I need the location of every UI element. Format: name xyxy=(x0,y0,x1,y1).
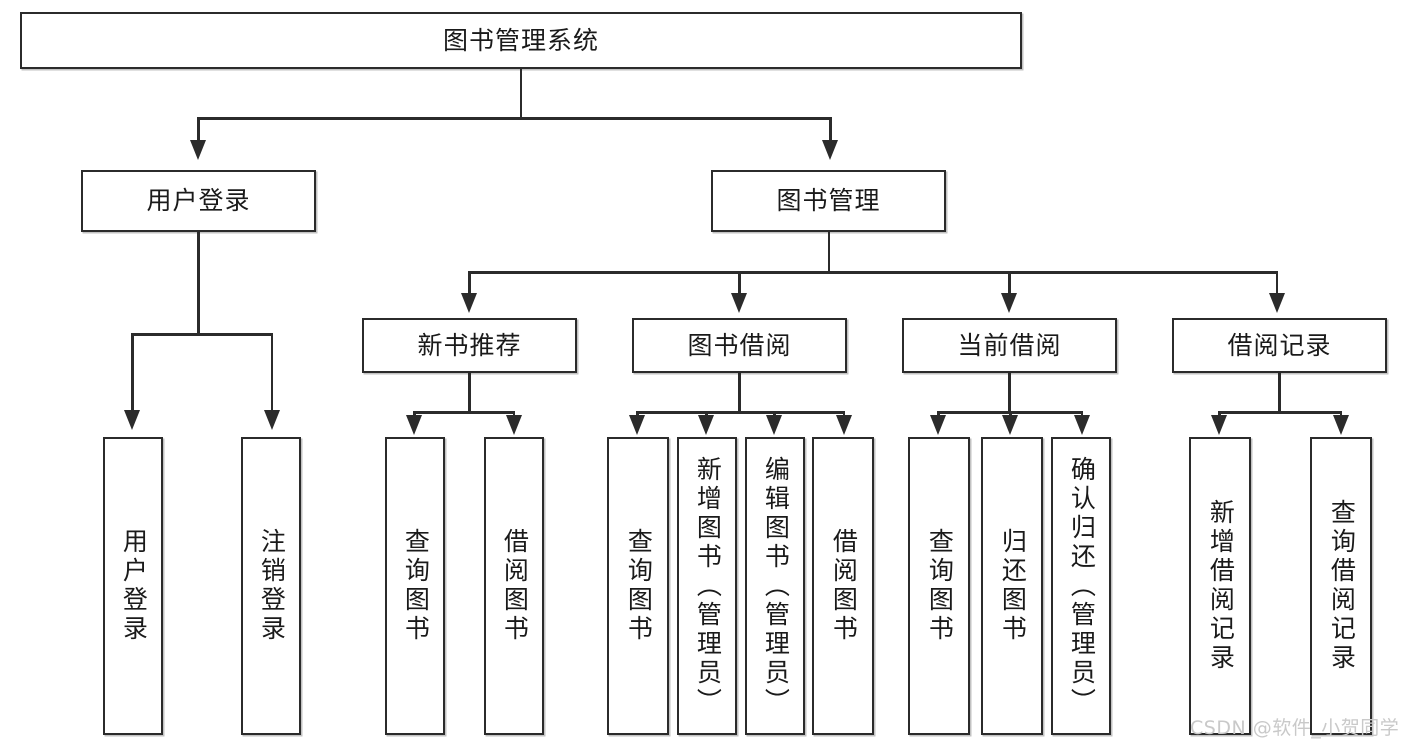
node-label: 确认归还（管理员） xyxy=(1067,455,1097,717)
arrow-to-leaf-add-book-admin xyxy=(698,415,714,435)
node-leaf-user-logout[interactable]: 注销登录 xyxy=(241,437,301,735)
arrow-to-leaf-query-book-1 xyxy=(406,415,422,435)
node-leaf-edit-book-admin[interactable]: 编辑图书（管理员） xyxy=(745,437,805,735)
node-leaf-query-book-3[interactable]: 查询图书 xyxy=(908,437,970,735)
node-label: 图书管理 xyxy=(776,186,881,216)
node-leaf-user-login[interactable]: 用户登录 xyxy=(103,437,163,735)
connector-level3-drop-3 xyxy=(1008,271,1011,295)
node-current-borrow[interactable]: 当前借阅 xyxy=(902,318,1117,373)
connector-recommend-bar xyxy=(413,411,515,414)
connector-recommend-stem xyxy=(468,373,471,413)
arrow-to-leaf-return-book xyxy=(1002,415,1018,435)
node-new-book-recommend[interactable]: 新书推荐 xyxy=(362,318,577,373)
node-label: 注销登录 xyxy=(257,528,287,644)
arrow-to-book-manage xyxy=(822,140,838,160)
node-leaf-query-borrow-record[interactable]: 查询借阅记录 xyxy=(1310,437,1372,735)
node-label: 查询图书 xyxy=(401,528,431,644)
node-label: 用户登录 xyxy=(119,528,149,644)
arrow-to-leaf-user-login xyxy=(124,410,140,430)
connector-user-login-right-drop xyxy=(270,333,273,413)
node-leaf-borrow-book-2[interactable]: 借阅图书 xyxy=(812,437,874,735)
arrow-to-leaf-query-book-3 xyxy=(930,415,946,435)
node-label: 新书推荐 xyxy=(417,330,522,360)
node-label: 借阅记录 xyxy=(1227,330,1332,360)
node-leaf-add-borrow-record[interactable]: 新增借阅记录 xyxy=(1189,437,1251,735)
connector-root-stem xyxy=(519,69,522,118)
arrow-to-leaf-edit-book-admin xyxy=(766,415,782,435)
connector-level2-right-drop xyxy=(829,117,832,143)
arrow-to-leaf-confirm-return-admin xyxy=(1074,415,1090,435)
node-borrow-record[interactable]: 借阅记录 xyxy=(1172,318,1387,373)
arrow-to-user-login xyxy=(190,140,206,160)
connector-user-login-left-drop xyxy=(131,333,134,413)
arrow-to-new-book-recommend xyxy=(461,293,477,313)
node-label: 图书管理系统 xyxy=(442,25,599,55)
connector-record-stem xyxy=(1278,373,1281,413)
arrow-to-leaf-user-logout xyxy=(264,410,280,430)
connector-book-manage-stem xyxy=(827,232,830,273)
arrow-to-borrow-record xyxy=(1269,293,1285,313)
node-leaf-query-book-2[interactable]: 查询图书 xyxy=(607,437,669,735)
arrow-to-book-borrow xyxy=(731,293,747,313)
connector-level2-bar xyxy=(197,117,831,120)
node-leaf-query-book-1[interactable]: 查询图书 xyxy=(385,437,445,735)
node-user-login[interactable]: 用户登录 xyxy=(81,170,316,232)
node-book-borrow[interactable]: 图书借阅 xyxy=(632,318,847,373)
connector-borrow-stem xyxy=(738,373,741,413)
arrow-to-leaf-query-book-2 xyxy=(629,415,645,435)
node-label: 归还图书 xyxy=(998,528,1028,644)
node-leaf-borrow-book-1[interactable]: 借阅图书 xyxy=(484,437,544,735)
node-label: 图书借阅 xyxy=(687,330,792,360)
connector-level2-left-drop xyxy=(197,117,200,143)
node-book-manage[interactable]: 图书管理 xyxy=(711,170,946,232)
node-label: 当前借阅 xyxy=(957,330,1062,360)
connector-record-bar xyxy=(1218,411,1342,414)
connector-level3-bar xyxy=(468,271,1278,274)
node-label: 查询借阅记录 xyxy=(1327,499,1357,673)
node-root-system[interactable]: 图书管理系统 xyxy=(20,12,1022,69)
node-leaf-confirm-return-admin[interactable]: 确认归还（管理员） xyxy=(1051,437,1111,735)
arrow-to-leaf-add-borrow-record xyxy=(1211,415,1227,435)
node-label: 新增图书（管理员） xyxy=(693,455,723,717)
arrow-to-leaf-borrow-book-1 xyxy=(506,415,522,435)
node-label: 查询图书 xyxy=(925,528,955,644)
connector-current-stem xyxy=(1008,373,1011,413)
connector-level3-drop-2 xyxy=(738,271,741,295)
node-label: 新增借阅记录 xyxy=(1206,499,1236,673)
connector-user-login-bar xyxy=(131,333,273,336)
connector-level3-drop-4 xyxy=(1275,271,1278,295)
arrow-to-current-borrow xyxy=(1001,293,1017,313)
node-label: 查询图书 xyxy=(624,528,654,644)
csdn-watermark: CSDN @软件_小贺同学 xyxy=(1190,717,1400,739)
arrow-to-leaf-query-borrow-record xyxy=(1333,415,1349,435)
node-label: 编辑图书（管理员） xyxy=(761,455,791,717)
node-label: 用户登录 xyxy=(146,186,251,216)
node-label: 借阅图书 xyxy=(500,528,530,644)
connector-level3-drop-1 xyxy=(468,271,471,295)
connector-borrow-bar xyxy=(636,411,845,414)
connector-user-login-stem xyxy=(197,232,200,335)
arrow-to-leaf-borrow-book-2 xyxy=(836,415,852,435)
node-leaf-add-book-admin[interactable]: 新增图书（管理员） xyxy=(677,437,737,735)
node-label: 借阅图书 xyxy=(829,528,859,644)
node-leaf-return-book[interactable]: 归还图书 xyxy=(981,437,1043,735)
